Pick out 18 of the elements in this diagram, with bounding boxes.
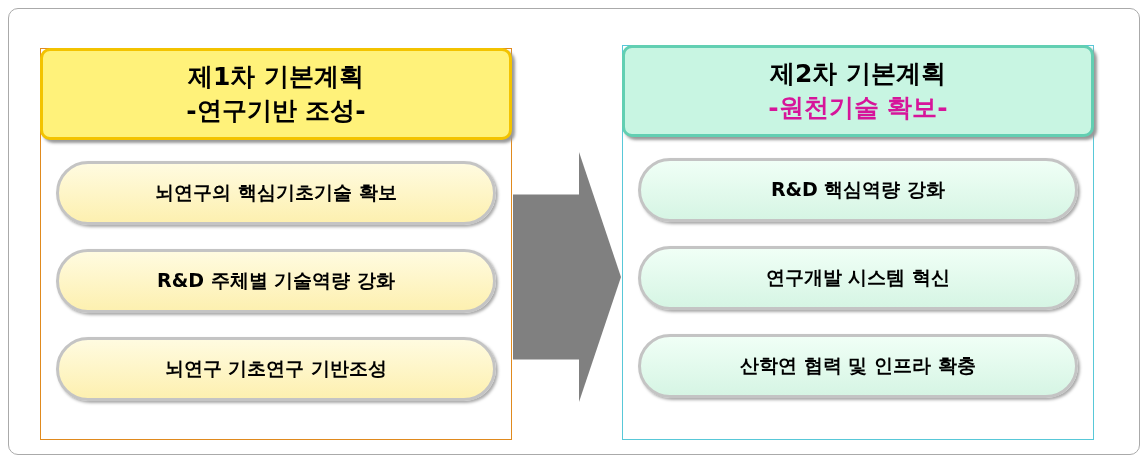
item-text: 산학연 협력 및 인프라 확충	[740, 353, 976, 378]
plan-title: 제1차 기본계획	[187, 61, 365, 93]
plan-subtitle: -원천기술 확보-	[768, 92, 948, 124]
item-pill	[638, 246, 1078, 310]
plan-title: 제2차 기본계획	[769, 58, 947, 90]
item-pill	[56, 249, 496, 313]
item-pill	[56, 337, 496, 401]
item-text: R&D 주체별 기술역량 강화	[157, 268, 395, 293]
item-text: 연구개발 시스템 혁신	[765, 265, 951, 290]
plan-panel	[622, 45, 1094, 440]
item-pill	[638, 334, 1078, 398]
item-pill	[638, 158, 1078, 222]
item-pill	[56, 161, 496, 225]
item-text: R&D 핵심역량 강화	[770, 177, 946, 202]
item-text: 뇌연구 기초연구 기반조성	[164, 356, 388, 381]
plan-subtitle: -연구기반 조성-	[186, 95, 366, 127]
item-text: 뇌연구의 핵심기초기술 확보	[155, 180, 397, 205]
plan-panel	[40, 48, 512, 440]
